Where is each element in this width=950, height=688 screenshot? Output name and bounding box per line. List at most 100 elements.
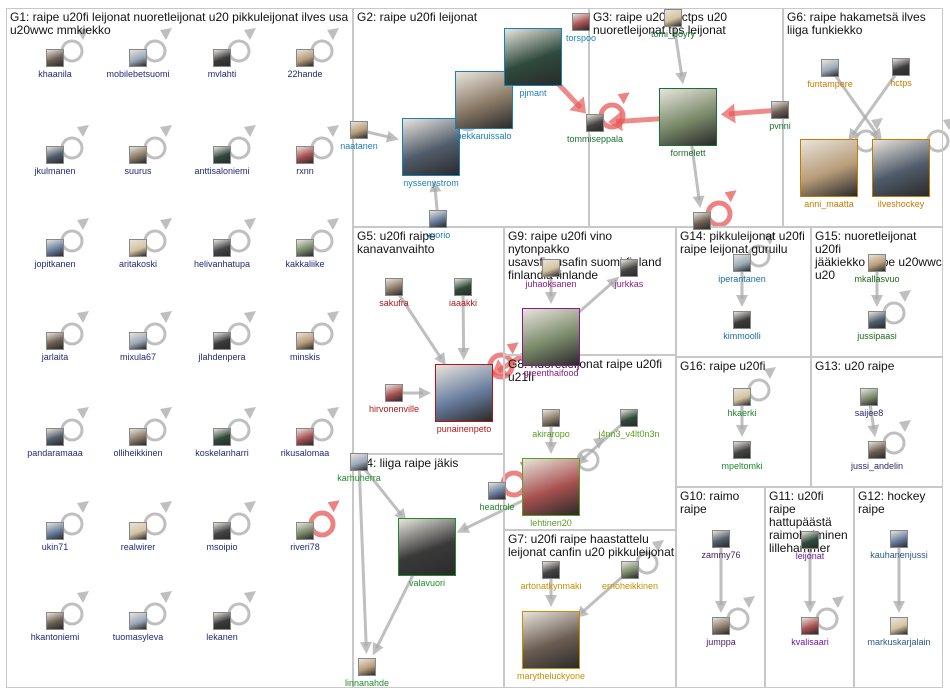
- edge-arrowhead: [545, 442, 557, 454]
- self-loop-arrowhead: [160, 407, 172, 419]
- node-label: anttisaloniemi: [194, 166, 250, 176]
- edge-arrowhead: [848, 127, 861, 142]
- avatar: [435, 364, 493, 422]
- self-loop-arrowhead: [244, 28, 256, 40]
- avatar: [504, 28, 562, 86]
- edge-arrowhead: [419, 387, 431, 399]
- edge-arrowhead: [456, 521, 471, 533]
- node-label: aritakoski: [118, 259, 158, 269]
- avatar: [733, 311, 751, 329]
- self-loop-arrowhead: [77, 591, 89, 603]
- avatar: [350, 453, 368, 471]
- node-label: pjmant: [519, 88, 547, 98]
- avatar: [129, 146, 147, 164]
- avatar: [296, 522, 314, 540]
- node-label: naatanen: [340, 141, 378, 151]
- edge-arrowhead: [736, 425, 748, 437]
- node-label: hirvonenville: [368, 404, 420, 414]
- group-title: G13: u20 raipe: [815, 359, 895, 373]
- self-loop-arrowhead: [160, 218, 172, 230]
- self-loop-arrowhead: [899, 420, 911, 432]
- avatar: [868, 311, 886, 329]
- edge-arrowhead: [434, 352, 446, 366]
- node-label: kauhanenjussi: [870, 550, 928, 560]
- group-box-g9: G9: raipe u20fi vino nytonpakko usavsfin…: [504, 227, 676, 355]
- self-loop-arrowhead: [593, 437, 605, 449]
- avatar: [821, 59, 839, 77]
- avatar: [620, 409, 638, 427]
- node-label: hctps: [890, 78, 912, 88]
- node-label: mvlahti: [207, 69, 237, 79]
- node-label: pekkaruissalo: [456, 131, 512, 141]
- avatar: [296, 332, 314, 350]
- node-label: lekanen: [206, 632, 238, 642]
- node-label: ilveshockey: [877, 199, 925, 209]
- avatar: [213, 332, 231, 350]
- avatar: [868, 441, 886, 459]
- self-loop-arrowhead: [764, 367, 776, 379]
- avatar: [213, 146, 231, 164]
- edge-arrowhead: [692, 195, 705, 209]
- self-loop-arrowhead: [764, 233, 776, 245]
- avatar: [712, 530, 730, 548]
- avatar: [402, 118, 460, 176]
- avatar: [771, 101, 789, 119]
- self-loop-arrowhead: [327, 500, 340, 513]
- avatar: [129, 522, 147, 540]
- edge-arrowhead: [715, 601, 727, 613]
- edge: [461, 286, 466, 353]
- node-label: mpeltomki: [721, 461, 763, 471]
- self-loop-arrowhead: [77, 501, 89, 513]
- self-loop-arrowhead: [77, 28, 89, 40]
- avatar: [46, 146, 64, 164]
- node-label: karhuherra: [337, 473, 381, 483]
- avatar: [522, 458, 580, 516]
- avatar: [454, 278, 472, 296]
- node-label: nyssenystrom: [403, 178, 459, 188]
- avatar: [621, 561, 639, 579]
- node-label: headrole: [479, 502, 515, 512]
- avatar: [659, 88, 717, 146]
- self-loop-arrowhead: [652, 540, 664, 552]
- self-loop-arrowhead: [617, 92, 630, 105]
- avatar: [213, 522, 231, 540]
- node-label: suurus: [124, 166, 152, 176]
- node-label: markuskarjalain: [867, 637, 931, 647]
- self-loop-arrowhead: [899, 290, 911, 302]
- node-label: marytheluckyone: [516, 671, 586, 681]
- self-loop-arrowhead: [327, 218, 339, 230]
- node-label: formelett: [670, 148, 706, 158]
- self-loop-arrowhead: [160, 501, 172, 513]
- avatar: [46, 612, 64, 630]
- node-label: valavuori: [408, 578, 446, 588]
- self-loop-arrowhead: [244, 591, 256, 603]
- self-loop-arrowhead: [724, 190, 737, 203]
- group-title: G1: raipe u20fi leijonat nuoretleijonat …: [10, 10, 349, 37]
- avatar: [542, 561, 560, 579]
- node-label: kvalisaari: [791, 637, 829, 647]
- avatar: [455, 71, 513, 129]
- edge-arrowhead: [675, 71, 688, 85]
- avatar: [46, 428, 64, 446]
- avatar: [213, 612, 231, 630]
- edge: [671, 17, 684, 77]
- avatar: [522, 611, 580, 669]
- avatar: [733, 254, 751, 272]
- node-label: linnanahde: [344, 678, 390, 688]
- self-loop-arrowhead: [160, 311, 172, 323]
- self-loop-arrowhead: [743, 596, 755, 608]
- avatar: [664, 9, 682, 27]
- node-label: mixula67: [119, 352, 157, 362]
- avatar: [46, 239, 64, 257]
- edge-arrowhead: [720, 103, 736, 124]
- avatar: [890, 530, 908, 548]
- edge-arrowhead: [569, 96, 587, 114]
- avatar: [129, 49, 147, 67]
- avatar: [385, 384, 403, 402]
- avatar: [213, 49, 231, 67]
- node-label: iperantanen: [718, 274, 766, 284]
- node-label: msoipio: [206, 542, 238, 552]
- group-title: G15: nuoretleijonat u20fi jääkiekko raip…: [815, 229, 942, 282]
- group-title: G4: liiga raipe jäkis: [357, 456, 459, 470]
- avatar: [693, 212, 711, 230]
